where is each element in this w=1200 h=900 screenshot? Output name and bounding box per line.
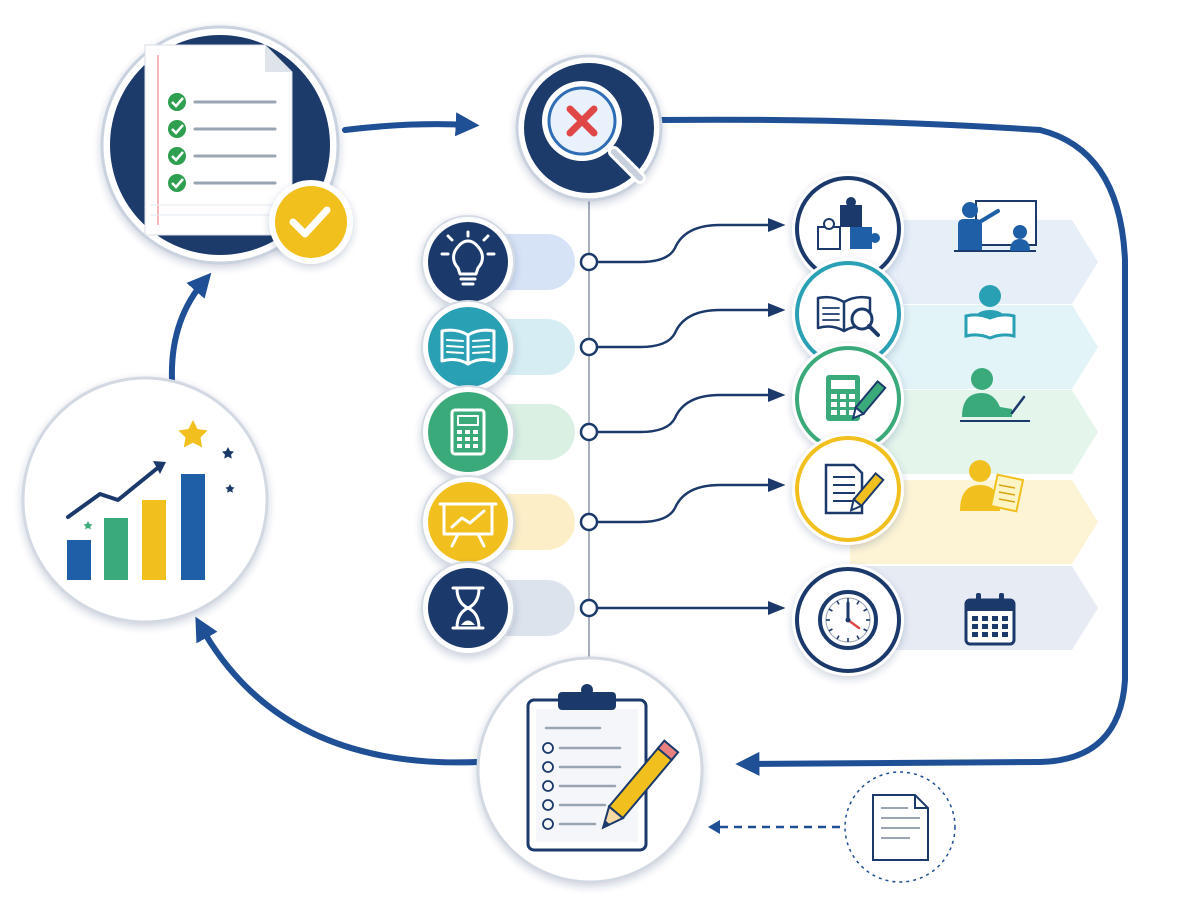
strategy-row-reading — [421, 258, 1098, 394]
document-with-checkmarks-icon — [144, 44, 293, 236]
strategy-row-idea — [421, 173, 1098, 309]
strategy-row-presentation — [421, 433, 1098, 569]
magnifier-with-x-icon — [542, 81, 646, 184]
open-book-icon[interactable] — [421, 300, 515, 394]
bar-chart-growth-icon — [66, 420, 235, 580]
row-junction[interactable] — [579, 422, 599, 442]
calculator-pencil-icon[interactable] — [792, 343, 904, 455]
row-junction[interactable] — [579, 337, 599, 357]
strategy-row-calculation — [421, 343, 1098, 479]
teacher-at-board-icon — [954, 200, 1037, 252]
presentation-board-icon[interactable] — [421, 475, 515, 569]
document-pencil-icon[interactable] — [792, 433, 904, 545]
row-junction[interactable] — [579, 252, 599, 272]
strategy-row-time — [421, 561, 1098, 676]
strategy-rows — [421, 173, 1098, 676]
clock-icon[interactable] — [792, 564, 904, 676]
dashed-arrow-head — [708, 820, 720, 834]
cycle-connectors — [168, 112, 1128, 776]
arrow-doc-to-diagnosis — [342, 112, 480, 137]
row-band — [850, 390, 1098, 474]
arrow-chart-to-doc — [168, 272, 212, 383]
arrow-diagnosis-loop — [655, 116, 1128, 776]
row-connector — [598, 303, 786, 349]
row-connector — [598, 388, 786, 434]
student-reading-icon — [964, 285, 1016, 340]
row-connector — [598, 218, 786, 264]
arrow-assessment-to-chart — [195, 616, 481, 766]
book-magnifier-icon[interactable] — [792, 258, 904, 370]
clipboard-checklist-pencil-icon — [526, 684, 680, 852]
row-connector — [598, 478, 786, 524]
row-band — [850, 305, 1098, 389]
checkmark-badge-icon — [269, 180, 353, 264]
hourglass-icon[interactable] — [421, 561, 515, 655]
row-junction[interactable] — [579, 598, 599, 618]
lightbulb-icon[interactable] — [421, 215, 515, 309]
student-writing-icon — [960, 368, 1030, 422]
row-band — [850, 480, 1098, 564]
student-paper-icon — [960, 460, 1025, 513]
row-junction[interactable] — [579, 512, 599, 532]
document-icon — [872, 794, 929, 861]
calculator-icon[interactable] — [421, 385, 515, 479]
calendar-icon — [964, 593, 1016, 646]
